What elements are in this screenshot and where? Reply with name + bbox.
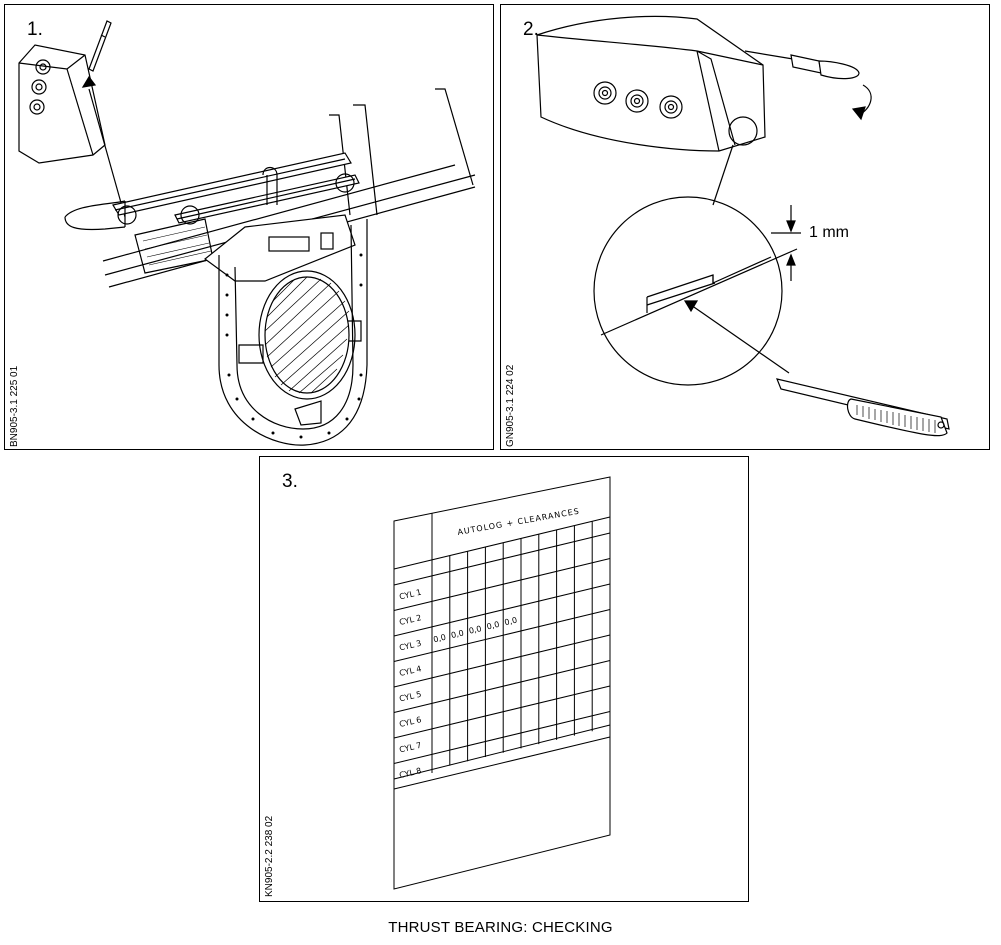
sheet-cell-value: 0,0 (432, 633, 446, 645)
sheet-cell-value: 0,0 (486, 620, 500, 632)
panel-2-drawing: 1 mm (536, 15, 950, 437)
panel-3: 3. KN905-2.2 238 02 AUTOLOG + CLEARANCES… (259, 456, 749, 902)
sensor-box-large (536, 15, 766, 152)
feeler-pen (88, 20, 112, 72)
sheet-cell-value: 0,0 (468, 624, 482, 636)
sensor-box-small (18, 44, 106, 164)
panel-1: 1. BN905-3.1 225 01 (4, 4, 494, 450)
sheet-cell-value: 0,0 (504, 616, 518, 628)
sheet-cell-value: 0,0 (450, 628, 464, 640)
panel-1-number: 1. (27, 19, 43, 40)
panel-2: 2. GN905-3.1 224 02 (500, 4, 990, 450)
panel-2-number: 2. (523, 19, 539, 40)
figure-caption: THRUST BEARING: CHECKING (388, 919, 613, 936)
panel-3-number: 3. (282, 471, 298, 492)
bearing-housing (218, 219, 368, 446)
panel-1-drawing (18, 20, 476, 446)
zoom-circle (593, 196, 783, 386)
dimension-label: 1 mm (809, 224, 849, 241)
